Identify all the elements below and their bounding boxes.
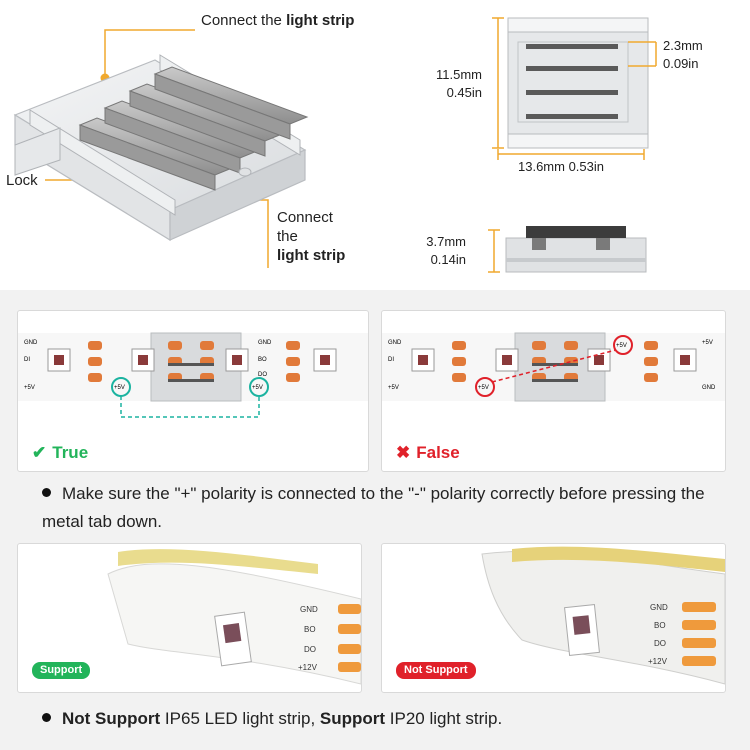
strip-label-5v: +5V: [24, 385, 35, 391]
panel-not-support-ip65: GND BO DO +12V Not Support: [381, 543, 726, 693]
panel-false-connection: GND DI +5V +5V GND +5V +5V ✖False: [381, 310, 726, 472]
label-connect-strip-side: Connect the light strip: [277, 209, 346, 264]
bullet-dot-icon: [42, 488, 51, 497]
verdict-true: ✔True: [32, 443, 89, 462]
strip-incorrect-illustration: GND DI +5V +5V GND +5V +5V: [382, 332, 725, 402]
label-lock: Lock: [6, 172, 38, 189]
strip-label-bo: BO: [258, 357, 267, 363]
svg-text:+5V: +5V: [388, 385, 399, 391]
svg-text:+5V: +5V: [616, 343, 627, 349]
svg-text:+5V: +5V: [478, 385, 489, 391]
strip-label-do: DO: [258, 372, 267, 378]
svg-text:GND: GND: [388, 340, 402, 346]
panel-true-connection: GND DI +5V GND BO DO +5V +5V ✔True: [17, 310, 369, 472]
svg-text:+12V: +12V: [298, 663, 318, 672]
ip65-strip-photo: GND BO DO +12V: [481, 546, 725, 685]
svg-text:GND: GND: [702, 385, 716, 391]
svg-text:DI: DI: [388, 357, 394, 363]
label-connect-strip-top: Connect the light strip: [201, 12, 355, 29]
connector-top-view: [492, 17, 657, 149]
connector-side-view: [488, 226, 647, 273]
svg-text:DO: DO: [654, 639, 666, 648]
svg-text:+5V: +5V: [252, 385, 263, 391]
verdict-false: ✖False: [396, 443, 460, 462]
check-icon: ✔: [32, 443, 47, 462]
svg-text:+12V: +12V: [648, 657, 668, 666]
svg-text:+5V: +5V: [114, 385, 125, 391]
ip20-strip-photo: GND BO DO +12V: [107, 549, 361, 685]
not-support-pill: Not Support: [396, 662, 476, 679]
svg-text:BO: BO: [304, 625, 316, 634]
svg-text:GND: GND: [300, 605, 318, 614]
panel-support-ip20: GND BO DO +12V Support: [17, 543, 362, 693]
svg-text:+5V: +5V: [702, 340, 713, 346]
connector-diagram-section: Connect the light strip Lock Connect the…: [0, 0, 750, 290]
strip-label-gnd-2: GND: [258, 340, 272, 346]
strip-correct-illustration: GND DI +5V GND BO DO +5V +5V: [18, 332, 368, 418]
strip-label-di: DI: [24, 357, 30, 363]
width-dimension-line: [497, 149, 645, 160]
strip-label-gnd: GND: [24, 340, 38, 346]
connector-3d-illustration: [13, 54, 309, 242]
dimension-width: 13.6mm 0.53in: [518, 159, 604, 174]
svg-text:GND: GND: [650, 603, 668, 612]
bullet-dot-icon: [42, 713, 51, 722]
svg-text:DO: DO: [304, 645, 316, 654]
support-note: Not Support IP65 LED light strip, Suppor…: [42, 705, 722, 733]
polarity-note: Make sure the "+" polarity is connected …: [42, 484, 705, 531]
svg-text:BO: BO: [654, 621, 666, 630]
cross-icon: ✖: [396, 443, 411, 462]
support-pill: Support: [32, 662, 91, 679]
